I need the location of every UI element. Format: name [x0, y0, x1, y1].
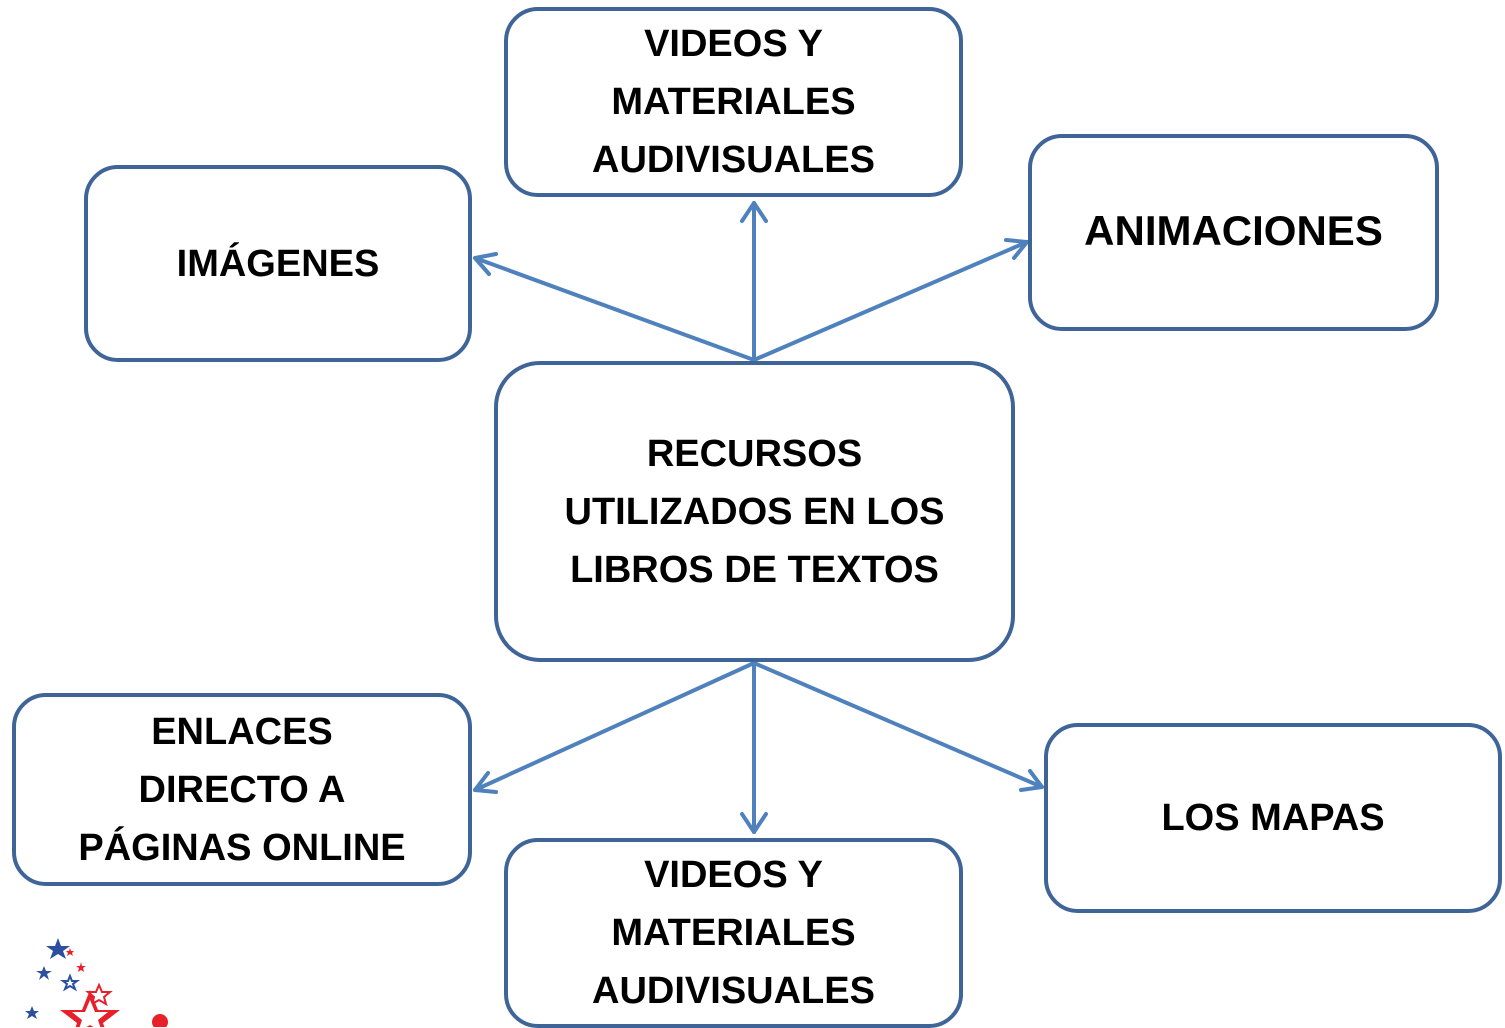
node-imagenes: IMÁGENES [84, 165, 472, 362]
node-mapas: LOS MAPAS [1044, 723, 1502, 913]
node-bottom-videos-label: VIDEOS Y MATERIALES AUDIVISUALES [592, 854, 875, 1012]
stars-logo-icon [25, 938, 168, 1027]
node-imagenes-label: IMÁGENES [176, 242, 380, 285]
node-center-recursos: RECURSOS UTILIZADOS EN LOS LIBROS DE TEX… [494, 361, 1015, 662]
node-center-label: RECURSOS UTILIZADOS EN LOS LIBROS DE TEX… [564, 432, 945, 591]
arrow-to-enlaces [473, 661, 756, 794]
arrow-to-bottom-videos [740, 661, 768, 834]
node-enlaces: ENLACES DIRECTO A PÁGINAS ONLINE [12, 693, 472, 886]
arrow-to-top-videos [740, 201, 768, 362]
node-animaciones: ANIMACIONES [1028, 134, 1439, 331]
node-mapas-label: LOS MAPAS [1161, 797, 1385, 839]
node-enlaces-label: ENLACES DIRECTO A PÁGINAS ONLINE [78, 710, 406, 869]
arrow-to-mapas [752, 661, 1044, 792]
node-top-videos: VIDEOS Y MATERIALES AUDIVISUALES [504, 7, 963, 197]
node-bottom-videos: VIDEOS Y MATERIALES AUDIVISUALES [504, 838, 963, 1028]
node-top-videos-label: VIDEOS Y MATERIALES AUDIVISUALES [592, 23, 875, 181]
arrow-to-imagenes [473, 252, 756, 362]
node-animaciones-label: ANIMACIONES [1084, 206, 1383, 254]
arrow-to-animaciones [752, 238, 1029, 362]
